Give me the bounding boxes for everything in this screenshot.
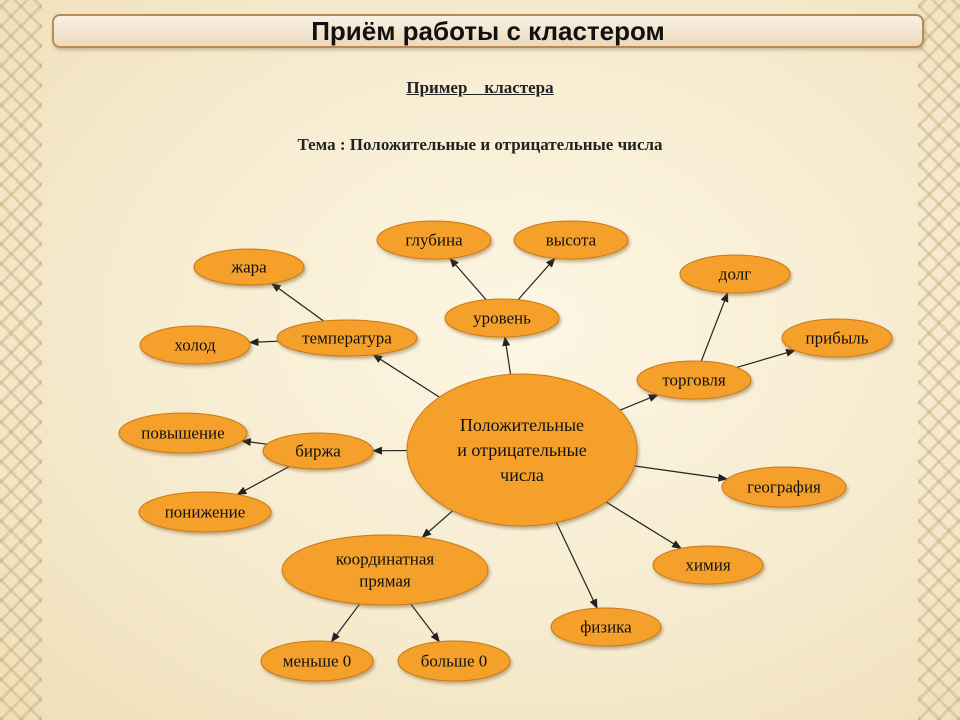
physics-label: физика <box>580 618 632 637</box>
height-ellipse <box>513 220 629 260</box>
edges-layer <box>236 257 797 643</box>
cold-label: холод <box>174 336 216 355</box>
less0-label: меньше 0 <box>283 652 352 671</box>
trade-ellipse <box>636 360 752 400</box>
node-trade: торговля <box>636 360 752 400</box>
geography-label: география <box>747 478 821 497</box>
temperature-ellipse <box>276 319 418 357</box>
heat-label: жара <box>230 258 267 277</box>
node-cold: холод <box>139 325 251 365</box>
coordline-label-line-2: прямая <box>359 572 411 591</box>
node-geography: география <box>721 466 847 508</box>
arrow-exchange-to-rise <box>240 438 268 447</box>
center-label-line-3: числа <box>500 465 544 485</box>
arrow-coordline-to-more0 <box>410 603 440 643</box>
center-ellipse <box>406 373 638 527</box>
node-coordline: координатная прямая <box>281 534 489 606</box>
debt-label: долг <box>719 265 751 284</box>
arrow-temperature-to-heat <box>270 282 324 322</box>
debt-ellipse <box>679 254 791 294</box>
arrow-temperature-to-cold <box>248 338 279 347</box>
more0-label: больше 0 <box>421 652 488 671</box>
level-label: уровень <box>473 309 531 328</box>
example-heading: Пример кластера <box>406 78 554 97</box>
node-exchange: биржа <box>262 432 374 470</box>
exchange-label: биржа <box>295 442 341 461</box>
node-physics: физика <box>550 607 662 647</box>
arrow-center-to-level <box>502 335 512 375</box>
node-profit: прибыль <box>781 318 893 358</box>
left-decorative-border <box>0 0 42 720</box>
node-fall: понижение <box>138 491 272 533</box>
trade-label: торговля <box>662 371 726 390</box>
chemistry-label: химия <box>685 556 730 575</box>
arrow-trade-to-profit <box>736 349 797 369</box>
physics-ellipse <box>550 607 662 647</box>
title-bar: Приём работы с кластером <box>52 14 924 48</box>
temperature-label: температура <box>302 329 392 348</box>
heat-ellipse <box>193 248 305 286</box>
profit-ellipse <box>781 318 893 358</box>
profit-label: прибыль <box>805 329 868 348</box>
arrow-center-to-physics <box>555 522 598 610</box>
coordline-label-line-1: координатная <box>336 550 435 569</box>
fall-label: понижение <box>165 503 246 522</box>
node-depth: глубина <box>376 220 492 260</box>
arrow-level-to-height <box>517 257 556 301</box>
node-height: высота <box>513 220 629 260</box>
node-more0: больше 0 <box>397 640 511 682</box>
right-decorative-border <box>918 0 960 720</box>
arrow-trade-to-debt <box>700 291 729 362</box>
depth-label: глубина <box>405 231 463 250</box>
center-label-line-2: и отрицательные <box>457 440 587 460</box>
nodes-layer: Положительные и отрицательные числа темпера… <box>118 220 893 682</box>
exchange-ellipse <box>262 432 374 470</box>
depth-ellipse <box>376 220 492 260</box>
arrow-exchange-to-fall <box>236 465 290 496</box>
topic-heading: Тема : Положительные и отрицательные чис… <box>297 135 663 154</box>
page-title: Приём работы с кластером <box>311 16 665 46</box>
node-less0: меньше 0 <box>260 640 374 682</box>
center-node: Положительные и отрицательные числа <box>406 373 638 527</box>
fall-ellipse <box>138 491 272 533</box>
node-debt: долг <box>679 254 791 294</box>
node-rise: повышение <box>118 412 248 454</box>
coordline-ellipse <box>281 534 489 606</box>
level-ellipse <box>444 298 560 338</box>
arrow-center-to-coordline <box>421 510 454 539</box>
center-label-line-1: Положительные <box>460 415 584 435</box>
arrow-center-to-temperature <box>372 354 440 398</box>
arrow-center-to-geography <box>634 465 729 482</box>
node-heat: жара <box>193 248 305 286</box>
rise-ellipse <box>118 412 248 454</box>
rise-label: повышение <box>141 424 224 443</box>
node-temperature: температура <box>276 319 418 357</box>
chemistry-ellipse <box>652 545 764 585</box>
more0-ellipse <box>397 640 511 682</box>
node-chemistry: химия <box>652 545 764 585</box>
cold-ellipse <box>139 325 251 365</box>
height-label: высота <box>546 231 597 250</box>
arrow-level-to-depth <box>449 257 487 301</box>
arrow-center-to-trade <box>619 394 659 411</box>
arrow-coordline-to-less0 <box>330 603 361 643</box>
node-level: уровень <box>444 298 560 338</box>
geography-ellipse <box>721 466 847 508</box>
arrow-center-to-chemistry <box>605 501 683 549</box>
less0-ellipse <box>260 640 374 682</box>
